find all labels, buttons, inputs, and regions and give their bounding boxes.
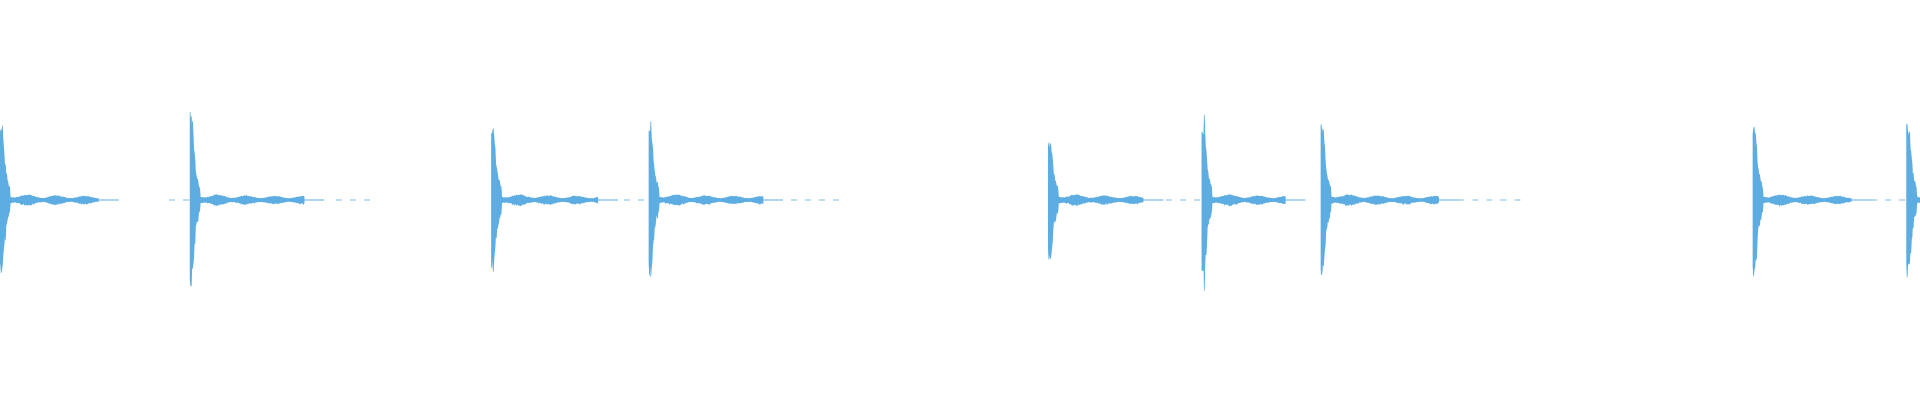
waveform-hit [189, 111, 325, 287]
waveform-transient [1047, 142, 1144, 260]
waveform-hit [1047, 142, 1164, 260]
waveform-hits [0, 111, 1920, 291]
waveform-transient [1752, 126, 1852, 277]
waveform-transient [1320, 124, 1439, 276]
waveform-transient [1906, 123, 1920, 278]
waveform-transient [189, 111, 305, 287]
waveform-hit [648, 121, 783, 277]
waveform-transient [491, 127, 599, 272]
waveform-transient [648, 121, 764, 277]
waveform-hit [1320, 124, 1459, 276]
waveform-hit [1201, 114, 1306, 291]
waveform-hit [0, 125, 119, 274]
waveform-hit [491, 127, 618, 272]
waveform-hit [1752, 126, 1872, 277]
waveform-transient [0, 125, 99, 274]
waveform-transient [1201, 114, 1286, 291]
waveform-hit [1906, 123, 1920, 278]
